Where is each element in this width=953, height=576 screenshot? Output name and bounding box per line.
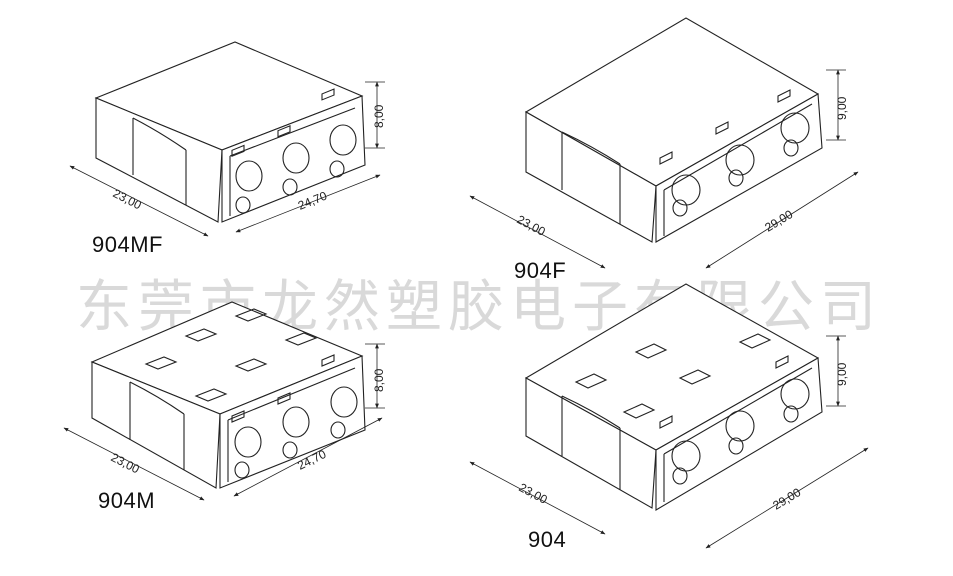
part-904m-label: 904M <box>98 488 156 513</box>
part-904f-dimensions <box>469 69 859 269</box>
part-904mf-width-dimension: 24,70 <box>296 188 329 212</box>
part-904mf-dimensions <box>69 81 385 237</box>
part-904mf-depth-dimension: 23,00 <box>111 186 144 212</box>
part-904f-drawing <box>524 17 823 243</box>
part-904mf-height-dimension: 8,00 <box>372 104 386 128</box>
part-904-label: 904 <box>528 527 567 552</box>
part-904-height-dimension: 9,00 <box>835 362 849 386</box>
part-904f-depth-dimension: 23,00 <box>515 212 548 239</box>
part-904-depth-dimension: 23,00 <box>517 480 550 507</box>
part-904m-dimensions <box>63 343 385 501</box>
part-904-drawing <box>524 283 823 511</box>
part-904mf-label: 904MF <box>92 232 163 257</box>
part-904-width-dimension: 29,00 <box>770 485 803 513</box>
part-904f-height-dimension: 9,00 <box>835 96 849 120</box>
part-904-dimensions <box>469 335 869 549</box>
part-904m-depth-dimension: 23,00 <box>109 450 142 476</box>
part-904f-width-dimension: 29,00 <box>762 207 795 235</box>
part-904m-height-dimension: 8,00 <box>372 368 386 392</box>
part-904f-label: 904F <box>514 258 567 283</box>
